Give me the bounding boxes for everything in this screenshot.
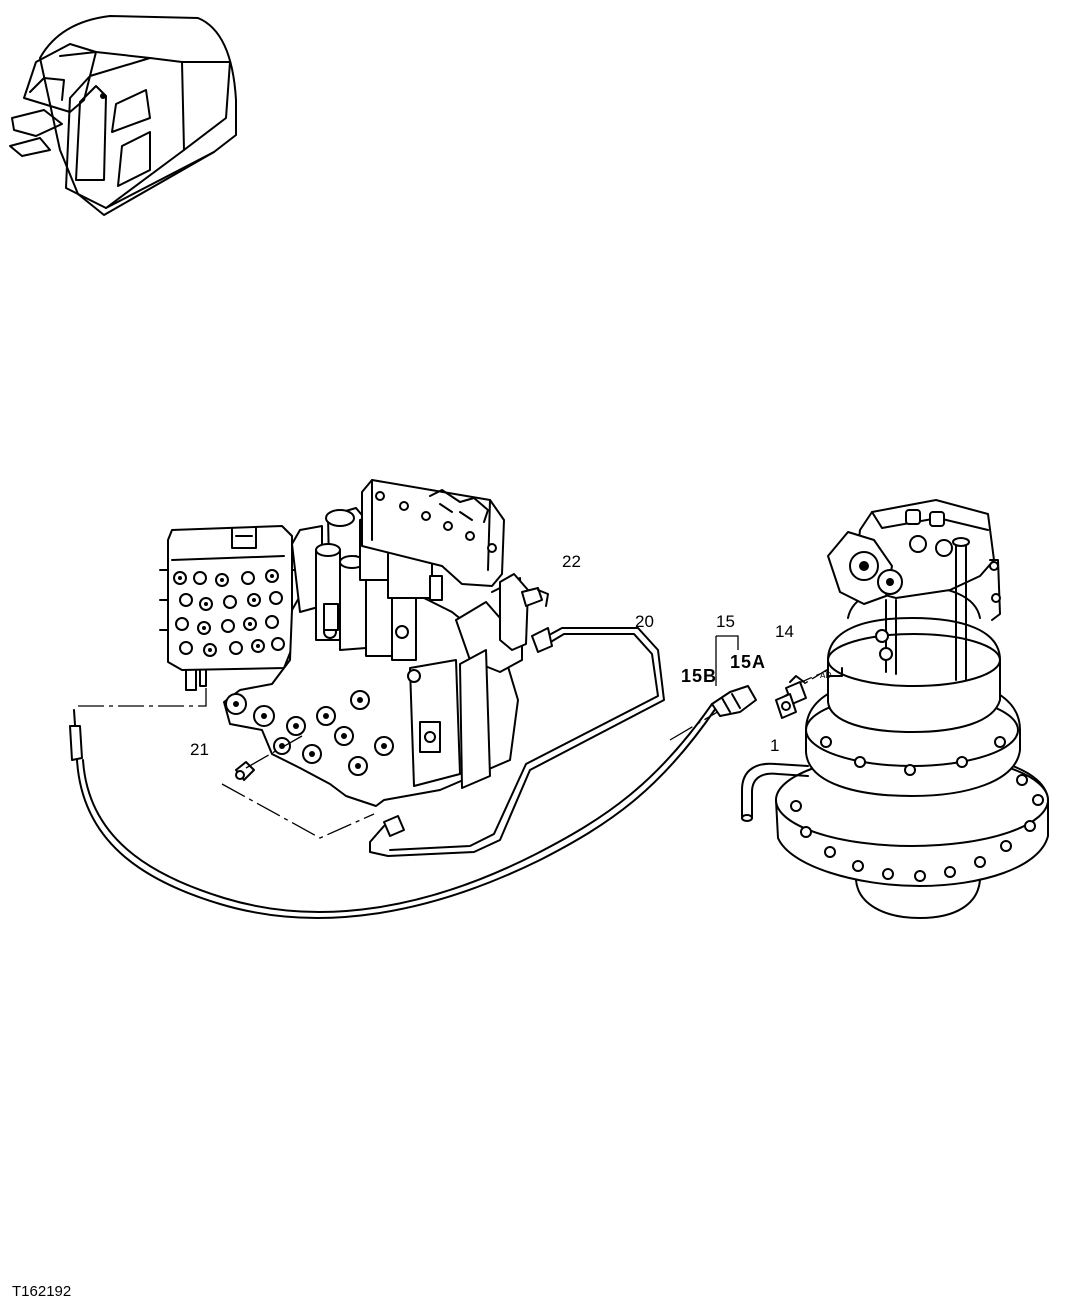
- valve-ports: [225, 625, 421, 776]
- callout-15b: 15B: [681, 666, 718, 686]
- fitting-1: [775, 693, 797, 719]
- figure-id: T162192: [12, 1283, 72, 1300]
- flange-bolts: [790, 774, 1044, 882]
- tube-20: [369, 627, 665, 857]
- callout-leaders: [715, 635, 739, 686]
- manifold-fittings: [173, 569, 285, 657]
- fitting-22: [521, 587, 543, 607]
- callout-15: 15: [716, 612, 735, 631]
- swing-motor-assembly: AD: [741, 499, 1049, 919]
- callout-1: 1: [770, 736, 780, 755]
- port-mark: AD: [820, 671, 832, 680]
- callout-14: 14: [775, 622, 794, 641]
- callout-20: 20: [635, 612, 654, 631]
- callout-15a: 15A: [730, 652, 767, 672]
- callout-22: 22: [562, 552, 581, 571]
- reducer-bolts: [820, 736, 1006, 776]
- machine-locator-icon: [9, 15, 237, 216]
- control-valve-assembly: [159, 479, 549, 807]
- hose-15: [69, 685, 757, 919]
- callout-21: 21: [190, 740, 209, 759]
